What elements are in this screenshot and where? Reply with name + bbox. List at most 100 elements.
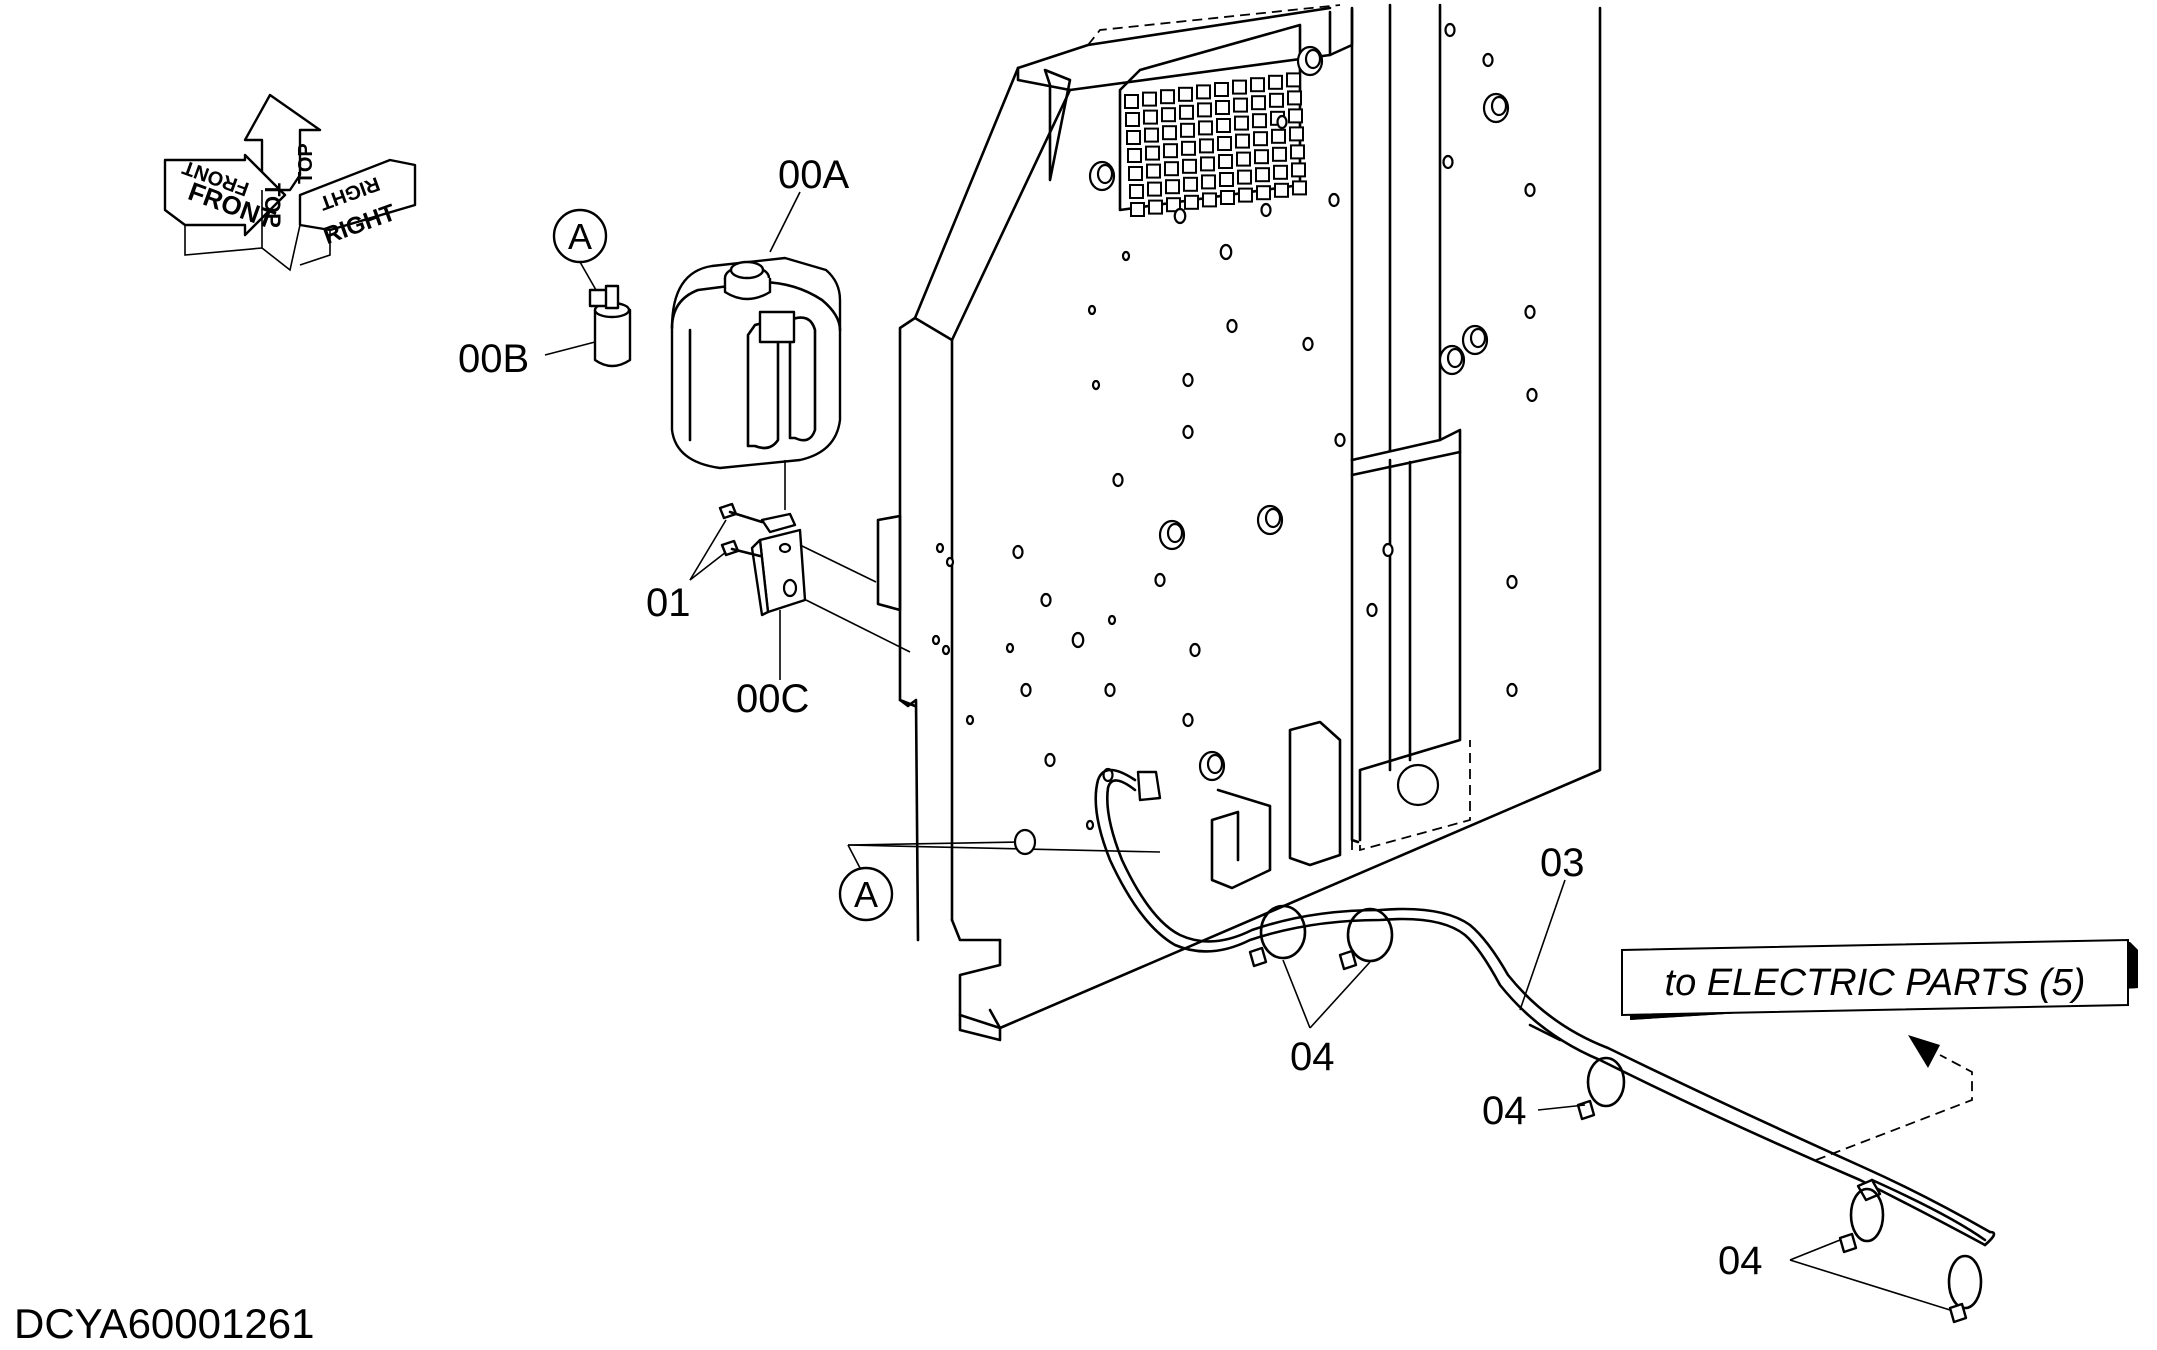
grille-slot <box>1290 144 1305 160</box>
panel-hole <box>1276 114 1288 130</box>
filler-cap-part <box>588 284 632 368</box>
grille-slot <box>1268 74 1283 90</box>
grille-slot <box>1146 163 1161 179</box>
grille-slot <box>1286 72 1301 88</box>
grille-slot <box>1217 136 1232 151</box>
panel-hole <box>1091 379 1101 391</box>
grille-slot <box>1271 128 1286 144</box>
grille-slot <box>1184 194 1199 210</box>
panel-hole <box>965 714 975 726</box>
panel-hole <box>1442 154 1454 170</box>
part-label-04-mid: 04 <box>1290 1035 1335 1079</box>
panel-hole <box>1328 192 1340 208</box>
grille-slot <box>1273 164 1288 180</box>
grille-slot <box>1238 187 1253 203</box>
panel-hole <box>1154 572 1166 588</box>
panel-hole <box>1112 472 1124 488</box>
grille-slot <box>1148 199 1163 215</box>
reference-box: to ELECTRIC PARTS (5) <box>1621 938 2138 1020</box>
grille-slot <box>1147 181 1162 197</box>
cab-panel <box>876 3 1602 1042</box>
grille-slot <box>1233 97 1248 113</box>
panel-hole <box>1104 682 1116 698</box>
panel-hole <box>1040 592 1052 608</box>
grille-slot <box>1182 158 1197 174</box>
panel-hole <box>945 556 955 568</box>
grille-slot <box>1143 109 1158 125</box>
panel-stud <box>1461 324 1489 356</box>
grille-slot <box>1130 202 1145 217</box>
grille-slot <box>1274 182 1289 198</box>
panel-hole <box>1121 250 1131 262</box>
grille-slot <box>1250 77 1265 93</box>
grille-slot <box>1162 125 1177 141</box>
orientation-top-label: TOP <box>260 183 285 228</box>
drawing-id: DCYA60001261 <box>14 1300 314 1345</box>
panel-stud <box>1438 344 1466 376</box>
grille-slot <box>1165 179 1180 195</box>
panel-hole <box>1071 631 1085 649</box>
grille-slot <box>1216 118 1231 133</box>
orientation-top-label-mirror: TOP <box>295 143 317 184</box>
part-label-00a: 00A <box>778 153 849 197</box>
orientation-indicator: FRONT FRONT TOP TOP RIGHT RIGHT <box>163 93 417 272</box>
panel-hole <box>1302 336 1314 352</box>
panel-hole <box>931 634 941 646</box>
panel-hole <box>1005 642 1015 654</box>
grille-slot <box>1218 154 1233 169</box>
panel-hole <box>1107 614 1117 626</box>
arrow-head-icon <box>1908 1035 1940 1068</box>
grille-slot <box>1128 166 1143 181</box>
screws-part <box>718 502 764 558</box>
panel-stud <box>1256 504 1284 536</box>
grille-slot <box>1144 127 1159 143</box>
panel-hole <box>1524 182 1536 198</box>
grille-slot <box>1161 107 1176 123</box>
grille-slot <box>1124 94 1139 109</box>
reference-circle-a-bottom: A <box>838 866 894 922</box>
grille-slot <box>1215 100 1230 115</box>
panel-hole <box>1189 642 1201 658</box>
panel-hole <box>1012 544 1024 560</box>
panel-hole <box>935 542 945 554</box>
grille-slot <box>1214 82 1229 97</box>
grille-slot <box>1129 184 1144 199</box>
panel-hole <box>1087 304 1097 316</box>
panel-stud <box>1088 160 1116 192</box>
panel-hole <box>1506 682 1518 698</box>
panel-hole <box>1044 752 1056 768</box>
grille-slot <box>1178 86 1193 102</box>
part-label-03: 03 <box>1540 841 1585 885</box>
part-label-00b: 00B <box>458 337 529 381</box>
grille-slot <box>1164 161 1179 177</box>
panel-hole <box>1524 304 1536 320</box>
panel-hole <box>1085 819 1095 831</box>
grille-slot <box>1287 90 1302 106</box>
reference-circle-a-top: A <box>552 208 608 264</box>
grille-slot <box>1197 102 1212 118</box>
part-label-01: 01 <box>646 581 691 625</box>
grille-slot <box>1166 197 1181 213</box>
panel-hole <box>941 644 951 656</box>
grille-slot <box>1251 95 1266 111</box>
grille-slot <box>1181 140 1196 156</box>
panel-hole <box>1506 574 1518 590</box>
panel-hole <box>1173 207 1187 225</box>
grille-slot <box>1196 84 1211 100</box>
grille-slot <box>1183 176 1198 192</box>
grille-slot <box>1220 190 1235 205</box>
ventilation-grille <box>1124 72 1307 217</box>
panel-hole <box>1226 318 1238 334</box>
grille-slot <box>1291 162 1306 178</box>
grille-slot <box>1145 145 1160 161</box>
panel-stud <box>1296 45 1324 77</box>
panel-hole <box>1382 542 1394 558</box>
grille-slot <box>1200 156 1215 172</box>
grille-slot <box>1288 108 1303 124</box>
panel-stud <box>1158 519 1186 551</box>
grille-slot <box>1237 169 1252 185</box>
panel-hole <box>1334 432 1346 448</box>
mounting-bracket-part <box>750 512 807 617</box>
grille-slot <box>1292 180 1307 196</box>
reference-a-bottom-label: A <box>854 874 878 915</box>
